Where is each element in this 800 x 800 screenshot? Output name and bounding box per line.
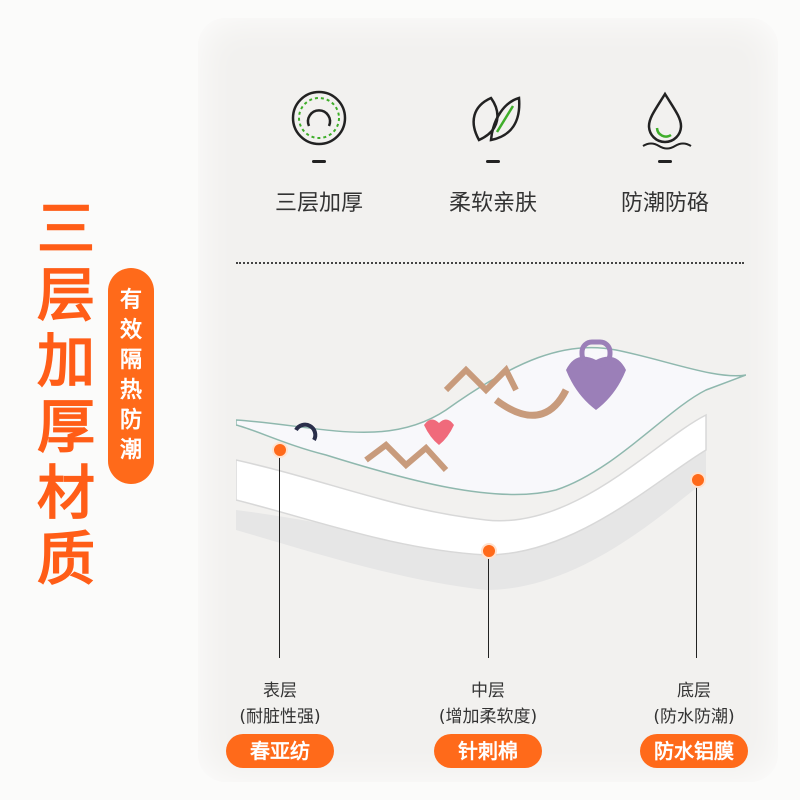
headline: 三 层 加 厚 材 质 bbox=[30, 196, 102, 592]
feature-moisture-proof: 防潮防硌 bbox=[600, 88, 730, 217]
side-tag-char: 有 bbox=[119, 288, 142, 313]
bottom-layer-text: 底层 (防水防潮) bbox=[614, 678, 774, 730]
top-layer-marker bbox=[272, 442, 288, 458]
leader-line-middle bbox=[488, 556, 489, 658]
middle-layer-material-badge: 针刺棉 bbox=[434, 734, 542, 768]
feature-soft-skin: 柔软亲肤 bbox=[428, 88, 558, 217]
leaf-icon bbox=[472, 96, 521, 142]
layers-ring-icon bbox=[291, 90, 347, 146]
side-tag-char: 效 bbox=[119, 318, 142, 343]
layer-desc: (防水防潮) bbox=[653, 707, 735, 727]
layer-desc: (耐脏性强) bbox=[239, 707, 321, 727]
leader-line-bottom bbox=[696, 486, 697, 658]
side-tag-char: 热 bbox=[119, 378, 142, 403]
bottom-layer-marker bbox=[690, 472, 706, 488]
headline-char: 材 bbox=[36, 459, 95, 527]
fabric-layers-illustration bbox=[236, 339, 746, 590]
bottom-layer-material-badge: 防水铝膜 bbox=[640, 734, 748, 768]
side-tag-char: 防 bbox=[119, 408, 142, 433]
layer-desc: (增加柔软度) bbox=[438, 707, 538, 727]
side-tag-char: 潮 bbox=[119, 438, 142, 463]
feature-label: 防潮防硌 bbox=[620, 191, 709, 216]
feature-dash bbox=[486, 160, 500, 163]
top-layer-material-badge: 春亚纺 bbox=[226, 734, 334, 768]
headline-char: 质 bbox=[36, 525, 95, 593]
headline-char: 三 bbox=[36, 195, 95, 263]
feature-thick-layers: 三层加厚 bbox=[254, 88, 384, 217]
middle-layer-marker bbox=[481, 543, 497, 559]
side-tag: 有 效 隔 热 防 潮 bbox=[108, 268, 154, 484]
layer-name: 中层 bbox=[471, 681, 505, 701]
headline-char: 加 bbox=[36, 327, 95, 395]
middle-layer-text: 中层 (增加柔软度) bbox=[408, 678, 568, 730]
top-layer-text: 表层 (耐脏性强) bbox=[200, 678, 360, 730]
side-tag-char: 隔 bbox=[119, 348, 142, 373]
feature-label: 三层加厚 bbox=[274, 191, 363, 216]
water-drop-icon bbox=[642, 91, 692, 150]
leader-line-top bbox=[279, 452, 280, 658]
layer-name: 底层 bbox=[677, 681, 711, 701]
headline-char: 层 bbox=[36, 261, 95, 329]
feature-dash bbox=[658, 160, 672, 163]
dotted-divider bbox=[236, 262, 744, 264]
layer-name: 表层 bbox=[263, 681, 297, 701]
feature-dash bbox=[312, 160, 326, 163]
feature-label: 柔软亲肤 bbox=[448, 191, 537, 216]
headline-char: 厚 bbox=[36, 393, 95, 461]
